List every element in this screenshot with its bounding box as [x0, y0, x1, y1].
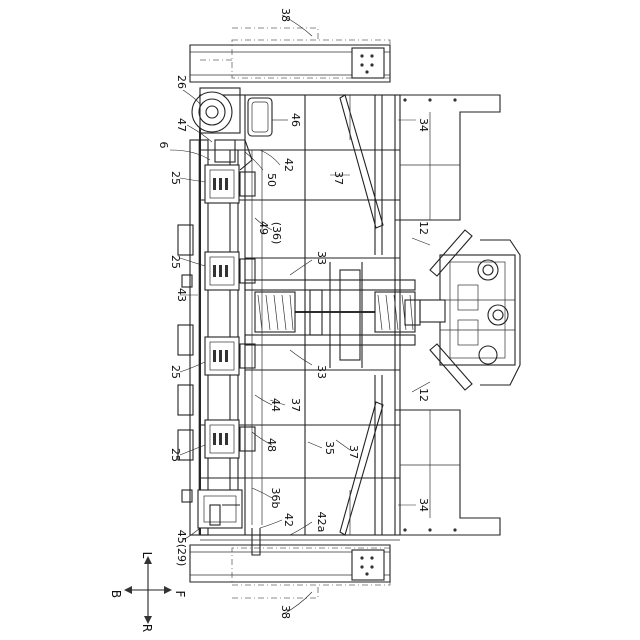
- label-42-bottom: 42: [282, 513, 295, 527]
- unit-25-c: [205, 337, 255, 375]
- direction-back: B: [109, 590, 123, 598]
- right-rails-34: [395, 95, 500, 535]
- label-45-29: 45(29): [175, 530, 188, 567]
- label-34-top: 34: [417, 118, 430, 132]
- label-33-top: 33: [315, 251, 328, 265]
- blower-26: [192, 88, 272, 170]
- label-37-a: 37: [332, 171, 345, 185]
- label-38-top: 38: [279, 8, 292, 22]
- label-36-paren: (36): [270, 222, 283, 245]
- direction-left: L: [140, 552, 154, 559]
- label-34-bottom: 34: [417, 498, 430, 512]
- label-46: 46: [289, 113, 302, 127]
- label-42a: 42a: [315, 512, 328, 533]
- label-47: 47: [175, 118, 188, 132]
- label-35: 35: [323, 441, 336, 455]
- direction-front: F: [173, 591, 187, 598]
- unit-25-a: [205, 165, 255, 203]
- label-37-c: 37: [347, 445, 360, 459]
- unit-25-d: [205, 420, 255, 458]
- label-26: 26: [175, 75, 188, 89]
- gearbox: [420, 230, 520, 390]
- label-44: 44: [269, 398, 282, 412]
- label-48: 48: [265, 438, 278, 452]
- label-33-bottom: 33: [315, 365, 328, 379]
- bottom-outline-38: [190, 545, 390, 598]
- central-drive: [245, 262, 420, 368]
- label-12-top: 12: [417, 221, 430, 235]
- label-38-bottom: 38: [279, 605, 292, 619]
- label-25-c: 25: [169, 365, 182, 379]
- label-50: 50: [265, 173, 278, 187]
- label-43: 43: [175, 288, 188, 302]
- label-25-d: 25: [169, 448, 182, 462]
- label-12-bottom: 12: [417, 388, 430, 402]
- label-42-top: 42: [282, 158, 295, 172]
- label-25-b: 25: [169, 255, 182, 269]
- label-25-a: 25: [169, 171, 182, 185]
- direction-right: R: [140, 624, 154, 632]
- label-37-b: 37: [289, 398, 302, 412]
- label-6: 6: [157, 142, 170, 149]
- label-36b: 36b: [269, 488, 282, 509]
- top-outline-38: [190, 28, 390, 82]
- label-49: 49: [257, 221, 270, 235]
